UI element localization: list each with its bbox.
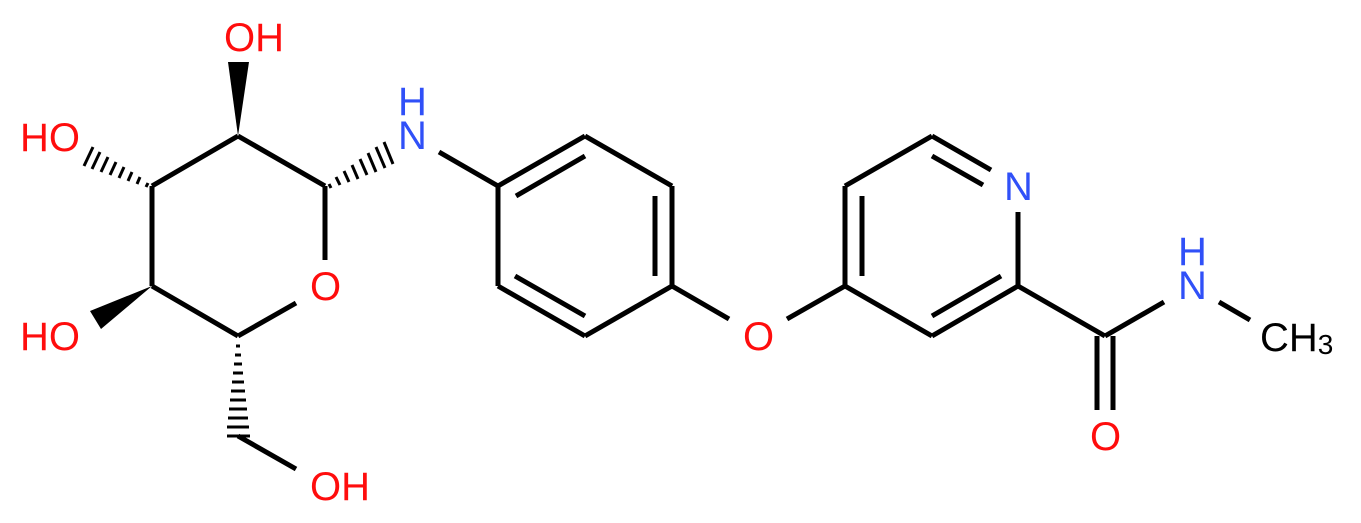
label-methyl-ch: CH (1260, 316, 1318, 360)
bond-carbonyl-nh (1103, 299, 1166, 339)
wedge-bond-c2-oh (228, 62, 249, 136)
label-amide-n: N (1178, 264, 1207, 308)
hash-bond-c3-oh (82, 146, 150, 188)
label-ether-oxygen: O (743, 315, 774, 359)
bond-nh-methyl (1217, 299, 1252, 323)
sugar-ring-bonds (149, 133, 328, 339)
bond-nh-benzene (437, 149, 500, 189)
label-ho-left-lower: HO (20, 315, 80, 359)
bond-pyridine-carbonyl (1016, 283, 1107, 339)
label-carbonyl-o: O (1090, 415, 1121, 459)
pyridine-ring (842, 133, 1021, 339)
benzene-ring (495, 133, 675, 339)
bond-c6-oh (236, 433, 298, 472)
label-methyl-sub: 3 (1318, 329, 1334, 360)
wedge-bond-c4-oh (90, 286, 152, 329)
label-nh-h: H (398, 80, 427, 124)
label-methyl: CH3 (1260, 316, 1333, 360)
hash-bond-c5-c6 (227, 344, 250, 438)
hash-bond-c1-nh (327, 141, 395, 189)
label-ho-left-upper: HO (20, 116, 80, 160)
label-oh-bottom: OH (310, 465, 370, 509)
label-amide-h: H (1178, 230, 1207, 274)
label-ring-oxygen: O (310, 265, 341, 309)
label-nh-n: N (398, 114, 427, 158)
label-pyridine-n: N (1004, 165, 1033, 209)
bond-benzene-o (670, 283, 731, 322)
bond-o-pyridine (785, 283, 847, 322)
label-oh-top: OH (224, 16, 284, 60)
